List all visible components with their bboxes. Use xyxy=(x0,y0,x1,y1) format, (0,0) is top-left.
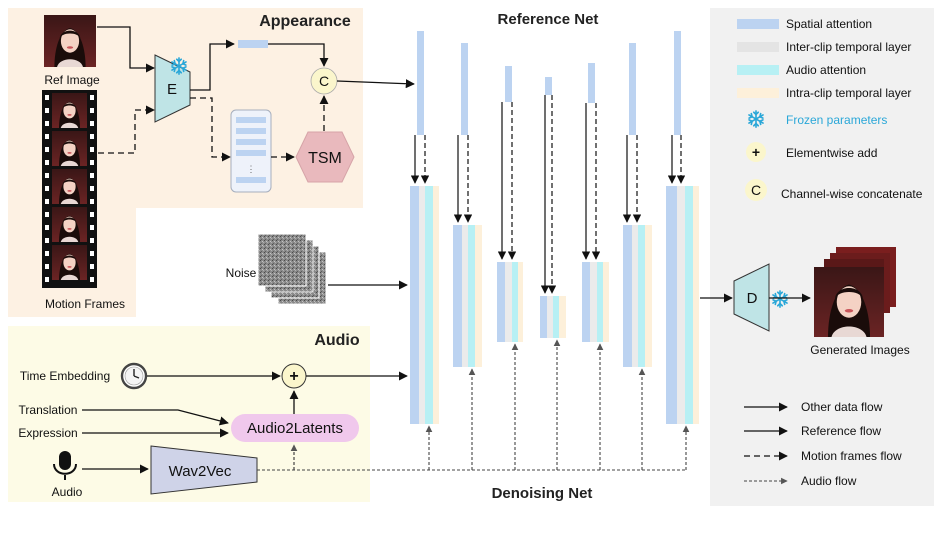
clock-icon xyxy=(120,362,148,390)
microphone-icon xyxy=(53,451,77,480)
legend-audio-flow: Audio flow xyxy=(801,474,857,488)
audio-title: Audio xyxy=(314,332,360,349)
legend-add-symbol xyxy=(746,142,766,162)
encoder-label: E xyxy=(167,81,177,98)
legend-spatial-attention: Spatial attention xyxy=(786,17,872,31)
translation-to-audio2latents-flow xyxy=(82,409,229,426)
legend-swatch-intra-clip xyxy=(737,88,779,98)
audio-flow-bus xyxy=(257,339,690,471)
reference-net-layers xyxy=(417,31,681,135)
appearance-title: Appearance xyxy=(259,13,351,30)
legend-swatch-audio-attn xyxy=(737,65,779,75)
ref-latent-bar xyxy=(238,40,268,48)
expression-label: Expression xyxy=(18,426,77,440)
generated-images-stack xyxy=(814,247,896,337)
legend: Spatial attention Inter-clip temporal la… xyxy=(737,17,923,488)
decoder-block xyxy=(733,263,770,332)
legend-audio-attention: Audio attention xyxy=(786,63,866,77)
encoder-to-memory-flow xyxy=(190,97,231,162)
tsm-block xyxy=(295,131,355,183)
legend-channel-concat: Channel-wise concatenate xyxy=(781,187,923,201)
legend-intra-clip-temporal: Intra-clip temporal layer xyxy=(786,86,911,100)
motion-frames-filmstrip xyxy=(42,90,97,288)
motion-frames-label: Motion Frames xyxy=(45,297,125,311)
audio-input-label: Audio xyxy=(52,485,83,499)
legend-inter-clip-temporal: Inter-clip temporal layer xyxy=(786,40,911,54)
tsm-label: TSM xyxy=(308,150,342,167)
ref-image xyxy=(44,15,96,67)
legend-concat-glyph: C xyxy=(751,182,761,198)
ref-image-label: Ref Image xyxy=(44,73,100,87)
reference-net-title: Reference Net xyxy=(498,11,599,28)
noise-label: Noise xyxy=(226,266,257,280)
translation-label: Translation xyxy=(19,403,78,417)
legend-frozen-parameters: Frozen parameters xyxy=(786,113,887,127)
legend-swatch-spatial xyxy=(737,19,779,29)
legend-elementwise-add: Elementwise add xyxy=(786,146,877,160)
legend-reference-flow: Reference flow xyxy=(801,424,881,438)
audio2latents-block xyxy=(231,414,359,442)
legend-concat-symbol xyxy=(745,179,767,201)
legend-add-glyph: + xyxy=(752,144,760,160)
legend-other-flow: Other data flow xyxy=(801,400,883,414)
generated-images-label: Generated Images xyxy=(810,343,909,357)
reference-to-denoising-flows xyxy=(410,95,686,294)
legend-swatch-inter-clip xyxy=(737,42,779,52)
encoder-to-latent-flow xyxy=(190,39,235,91)
motion-memory-bank xyxy=(230,109,272,193)
latent-to-concat-flow xyxy=(268,43,329,67)
audio2latents-label: Audio2Latents xyxy=(247,420,343,437)
wav2vec-label: Wav2Vec xyxy=(169,463,232,480)
memory-ellipsis: ⋮ xyxy=(247,164,256,174)
ref-to-encoder-flow xyxy=(97,26,155,73)
decoder-label: D xyxy=(747,290,758,307)
add-label: + xyxy=(289,368,298,385)
time-embedding-label: Time Embedding xyxy=(20,369,110,383)
noise-stack xyxy=(257,233,327,305)
denoising-net-title: Denoising Net xyxy=(492,485,593,502)
legend-motion-flow: Motion frames flow xyxy=(801,449,902,463)
concat-to-reference-flow xyxy=(336,79,415,89)
concat-label: C xyxy=(319,73,329,89)
denoising-net-layers xyxy=(410,186,699,424)
wav2vec-block xyxy=(150,445,258,495)
